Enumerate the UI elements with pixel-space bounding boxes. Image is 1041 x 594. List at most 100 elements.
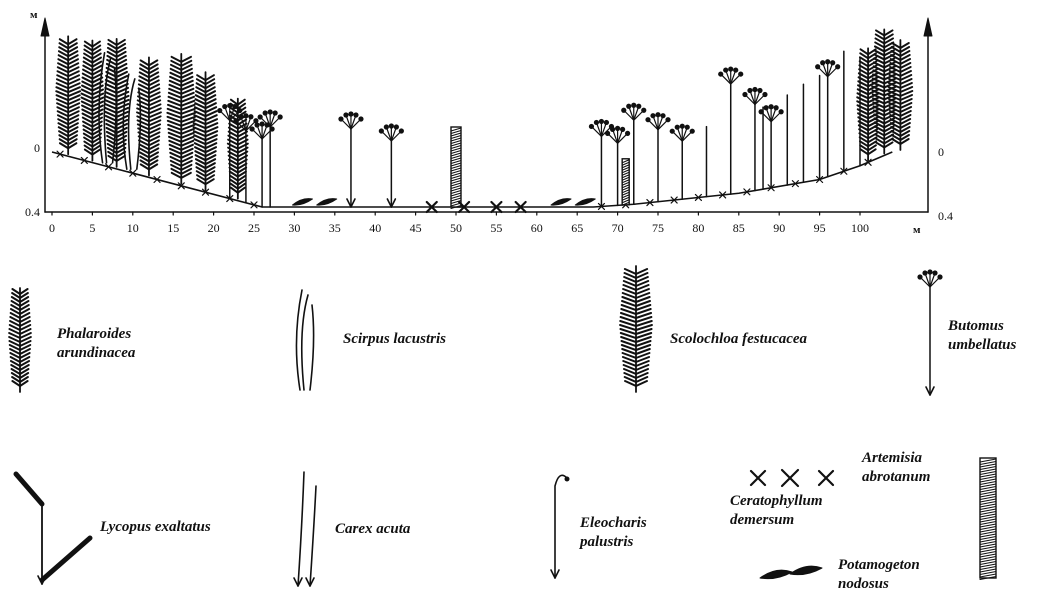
carex-legend-icon	[294, 472, 316, 586]
x-tick-label: 45	[410, 221, 422, 235]
umbel-flower	[620, 127, 625, 132]
plant-phalaroides	[167, 54, 195, 184]
artemisia-legend-icon	[980, 458, 996, 580]
umbel-flower	[599, 119, 604, 124]
lycopus-branch	[16, 474, 42, 504]
profile-plants	[56, 29, 912, 212]
butomus-legend-icon	[917, 269, 942, 395]
umbel-flower	[273, 110, 278, 115]
legend-label-butomus-line2: umbellatus	[948, 336, 1016, 355]
umbel-flower	[645, 117, 650, 122]
x-tick-label: 35	[329, 221, 341, 235]
umbel-flower	[747, 88, 752, 93]
x-tick-label: 15	[167, 221, 179, 235]
x-tick-label: 65	[571, 221, 583, 235]
legend-label-butomus-line1: Butomus	[948, 317, 1016, 336]
ceratophyllum-legend-icon	[782, 470, 798, 486]
umbel-flower	[358, 116, 363, 121]
umbel-flower	[399, 128, 404, 133]
umbel-flower	[655, 112, 660, 117]
umbel-flower	[389, 123, 394, 128]
umbel-flower	[394, 124, 399, 129]
umbel-flower	[718, 71, 723, 76]
umbel-flower	[690, 129, 695, 134]
umbel-flower	[815, 64, 820, 69]
x-axis-unit-label: м	[913, 224, 921, 236]
umbel-flower	[685, 125, 690, 130]
legend-label-artemisia-line1: Artemisia	[862, 449, 930, 468]
legend-label-ceratophyllum-line1: Ceratophyllum	[730, 492, 823, 511]
umbel-flower	[728, 66, 733, 71]
plant-artemisia	[451, 127, 461, 209]
phalaroides-legend-icon	[9, 288, 31, 392]
legend-label-scirpus-line1: Scirpus lacustris	[343, 330, 446, 349]
y-axis-unit-label: м	[30, 9, 38, 21]
floating-leaf	[790, 566, 822, 574]
umbel-flower	[825, 59, 830, 64]
scolochloa-legend-icon	[620, 266, 652, 392]
potamogeton-legend-icon	[760, 570, 792, 578]
tuft-leaf	[302, 295, 308, 390]
umbel-flower	[254, 122, 259, 127]
umbel-flower	[762, 92, 767, 97]
umbel-flower	[665, 117, 670, 122]
right-axis-arrow-icon	[924, 18, 932, 36]
x-tick-label: 95	[814, 221, 826, 235]
lycopus-branch	[42, 538, 90, 580]
umbel-flower	[594, 120, 599, 125]
legend-label-eleocharis: Eleocharis palustris	[580, 514, 647, 552]
umbel-flower	[757, 88, 762, 93]
legend-label-scolochloa-line1: Scolochloa festucacea	[670, 330, 807, 349]
umbel-flower	[631, 103, 636, 108]
umbel-flower	[222, 104, 227, 109]
umbel-flower	[268, 109, 273, 114]
umbel-flower	[650, 113, 655, 118]
legend-label-potamogeton-line2: nodosus	[838, 575, 920, 594]
ceratophyllum-legend-icon	[751, 471, 765, 485]
y-left-tick-label: 0	[34, 141, 40, 155]
x-tick-label: 100	[851, 221, 869, 235]
umbel-flower	[764, 105, 769, 110]
umbel-flower	[752, 87, 757, 92]
umbel-flower	[670, 129, 675, 134]
umbel-flower	[258, 114, 263, 119]
carex-stem	[298, 472, 304, 586]
umbel-flower	[738, 71, 743, 76]
x-tick-label: 90	[773, 221, 785, 235]
umbel-flower	[379, 128, 384, 133]
profile-axes: мм05101520253035404550556065707580859095…	[25, 9, 953, 236]
umbel-flower	[227, 103, 232, 108]
umbel-flower	[774, 105, 779, 110]
umbel-flower	[278, 114, 283, 119]
x-tick-label: 50	[450, 221, 462, 235]
x-tick-label: 75	[652, 221, 664, 235]
legend-label-ceratophyllum: Ceratophyllum demersum	[730, 492, 823, 530]
umbel-flower	[723, 67, 728, 72]
umbel-flower	[626, 104, 631, 109]
y-right-tick-label: 0	[938, 145, 944, 159]
y-right-tick-label: 0.4	[938, 209, 953, 223]
plant-potamogeton	[292, 199, 312, 206]
plant-artemisia	[622, 159, 629, 206]
scirpus-legend-icon	[296, 290, 313, 390]
umbel-flower	[338, 116, 343, 121]
umbel-flower	[733, 67, 738, 72]
umbel-flower	[636, 104, 641, 109]
umbel-flower	[660, 113, 665, 118]
plant-potamogeton	[317, 199, 337, 206]
umbel-flower	[343, 112, 348, 117]
plant-phalaroides	[56, 36, 80, 154]
plant-butomus	[670, 124, 695, 200]
plant-butomus	[589, 119, 614, 207]
ceratophyllum-legend-icon	[819, 471, 833, 485]
legend-label-eleocharis-line2: palustris	[580, 533, 647, 552]
legend-label-phalaroides: Phalaroides arundinacea	[57, 325, 135, 363]
floating-leaf	[317, 199, 337, 206]
umbel-flower	[830, 60, 835, 65]
plant-butomus	[338, 111, 363, 207]
x-tick-label: 80	[692, 221, 704, 235]
umbel-flower	[922, 270, 927, 275]
legend-label-butomus: Butomus umbellatus	[948, 317, 1016, 355]
umbel-flower	[249, 126, 254, 131]
